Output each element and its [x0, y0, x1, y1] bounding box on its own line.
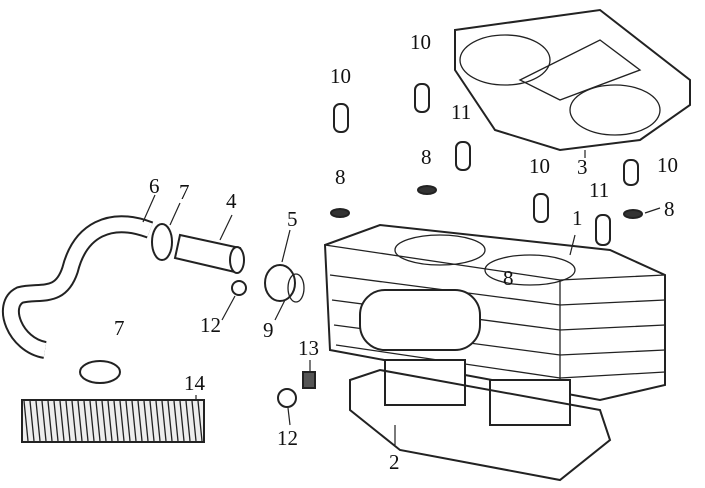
callout-13: 13	[298, 336, 319, 360]
callout-8: 8	[335, 165, 346, 189]
callout-1: 1	[572, 206, 583, 230]
drain-plug	[302, 360, 316, 389]
water-hose	[1, 194, 156, 359]
dowel-pins	[333, 83, 639, 246]
callout-4: 4	[226, 189, 237, 213]
callout-14: 14	[184, 371, 205, 395]
callout-7: 7	[114, 316, 125, 340]
callout-9: 9	[263, 318, 274, 342]
base-gasket	[349, 368, 612, 482]
callout-12: 12	[277, 426, 298, 450]
callout-12: 12	[200, 313, 221, 337]
callout-5: 5	[287, 207, 298, 231]
callout-11: 11	[451, 100, 472, 124]
cylinder-block	[323, 223, 666, 426]
bolts	[221, 280, 297, 426]
callout-6: 6	[149, 174, 160, 198]
callout-2: 2	[389, 450, 400, 474]
water-pipe	[173, 214, 245, 274]
callout-10: 10	[657, 153, 678, 177]
head-gasket	[454, 8, 691, 158]
spring	[21, 395, 205, 443]
callout-10: 10	[330, 64, 351, 88]
callout-8: 8	[503, 266, 514, 290]
water-fitting	[264, 229, 305, 321]
callout-7: 7	[179, 180, 190, 204]
callout-3: 3	[577, 155, 588, 179]
callout-8: 8	[664, 197, 675, 221]
o-rings	[330, 185, 661, 280]
callout-8: 8	[421, 145, 432, 169]
callout-11: 11	[589, 178, 610, 202]
callout-10: 10	[410, 30, 431, 54]
hose-clamp	[79, 202, 181, 384]
callout-10: 10	[529, 154, 550, 178]
